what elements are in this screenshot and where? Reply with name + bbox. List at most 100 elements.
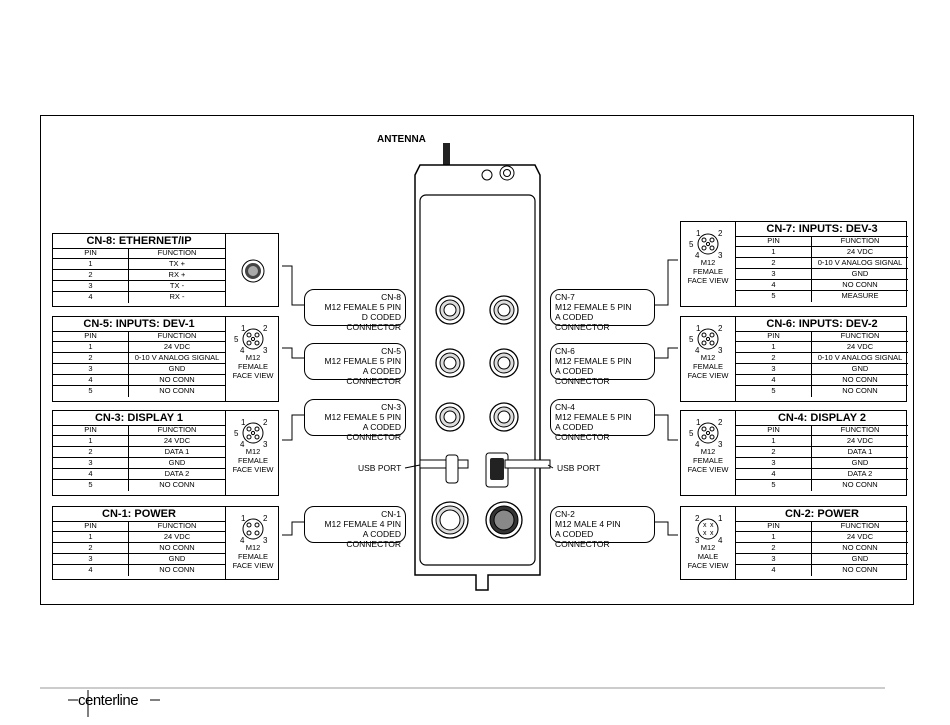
svg-text:5: 5 <box>234 335 239 344</box>
pin-cell: 2 <box>736 447 812 457</box>
function-cell: FUNCTION <box>840 425 880 434</box>
pin-cell: 5 <box>53 480 129 491</box>
usb-port-label-right: USB PORT <box>557 463 601 473</box>
svg-text:x: x <box>703 522 707 529</box>
callout-cn1-coding: A CODED CONNECTOR <box>346 529 401 549</box>
svg-text:4: 4 <box>695 440 700 449</box>
callout-cn8: CN-8 M12 FEMALE 5 PIN D CODED CONNECTOR <box>304 289 406 332</box>
m12-port-icon <box>489 402 519 432</box>
function-cell: GND <box>168 458 186 467</box>
function-cell: 24 VDC <box>163 342 191 351</box>
function-cell: DATA 2 <box>164 469 190 478</box>
m12-port-icon <box>489 348 519 378</box>
function-cell: DATA 1 <box>847 447 873 456</box>
svg-text:4: 4 <box>240 346 245 355</box>
function-cell: NO CONN <box>842 386 878 395</box>
pin-cell: 2 <box>736 543 812 553</box>
function-cell: 0-10 V ANALOG SIGNAL <box>817 353 903 362</box>
callout-cn1-id: CN-1 <box>381 509 401 519</box>
function-cell: TX + <box>168 259 186 268</box>
callout-cn1: CN-1 M12 FEMALE 4 PIN A CODED CONNECTOR <box>304 506 406 549</box>
svg-text:3: 3 <box>263 346 268 355</box>
diagram-frame <box>40 115 914 605</box>
svg-text:4: 4 <box>695 251 700 260</box>
function-cell: 24 VDC <box>163 532 191 541</box>
m12-port-icon <box>435 348 465 378</box>
pin-cell: 3 <box>736 554 812 564</box>
callout-cn7-coding: A CODED CONNECTOR <box>555 312 610 332</box>
function-cell: RX + <box>168 270 186 279</box>
function-cell: GND <box>851 269 869 278</box>
pin-cell: 4 <box>53 469 129 479</box>
pin-cell: 4 <box>736 375 812 385</box>
pin-table-title: CN-2: POWER <box>736 507 908 522</box>
callout-cn8-id: CN-8 <box>381 292 401 302</box>
callout-cn7-type: M12 FEMALE 5 PIN <box>555 302 632 312</box>
pin-cell: 2 <box>53 353 129 363</box>
svg-text:4: 4 <box>718 536 723 545</box>
callout-cn6: CN-6 M12 FEMALE 5 PIN A CODED CONNECTOR <box>550 343 655 386</box>
callout-cn5-type: M12 FEMALE 5 PIN <box>324 356 401 366</box>
pin-table-title: CN-3: DISPLAY 1 <box>53 411 225 426</box>
svg-text:1: 1 <box>241 514 246 523</box>
pin-cell: PIN <box>53 425 129 435</box>
callout-cn4-type: M12 FEMALE 5 PIN <box>555 412 632 422</box>
function-cell: DATA 2 <box>847 469 873 478</box>
function-cell: GND <box>168 364 186 373</box>
callout-cn2: CN-2 M12 MALE 4 PIN A CODED CONNECTOR <box>550 506 655 549</box>
table-row: 3 GND <box>53 364 225 375</box>
pin-cell: 1 <box>736 532 812 542</box>
svg-text:4: 4 <box>695 346 700 355</box>
svg-text:1: 1 <box>696 324 701 333</box>
function-cell: TX - <box>169 281 185 290</box>
callout-cn1-type: M12 FEMALE 4 PIN <box>324 519 401 529</box>
svg-text:5: 5 <box>234 429 239 438</box>
function-cell: GND <box>851 364 869 373</box>
pin-cell: 1 <box>53 436 129 446</box>
callout-cn8-coding: D CODED CONNECTOR <box>346 312 401 332</box>
callout-cn6-coding: A CODED CONNECTOR <box>555 366 610 386</box>
pin-cell: 1 <box>53 342 129 352</box>
pin-cell: 3 <box>53 554 129 564</box>
centerline-logo: centerline <box>78 692 139 709</box>
pin-cell: 1 <box>736 247 812 257</box>
callout-cn4-coding: A CODED CONNECTOR <box>555 422 610 442</box>
pin-cell: 3 <box>736 458 812 468</box>
pin-cell: 1 <box>736 436 812 446</box>
function-cell: GND <box>851 554 869 563</box>
callout-cn8-type: M12 FEMALE 5 PIN <box>324 302 401 312</box>
m12-port-icon <box>485 501 523 539</box>
pin-cell: 1 <box>53 532 129 542</box>
pin-cell: 3 <box>53 364 129 374</box>
pin-cell: PIN <box>53 248 129 258</box>
callout-cn3-type: M12 FEMALE 5 PIN <box>324 412 401 422</box>
function-cell: NO CONN <box>842 480 878 489</box>
svg-text:1: 1 <box>696 418 701 427</box>
connector-face-view <box>225 234 280 306</box>
